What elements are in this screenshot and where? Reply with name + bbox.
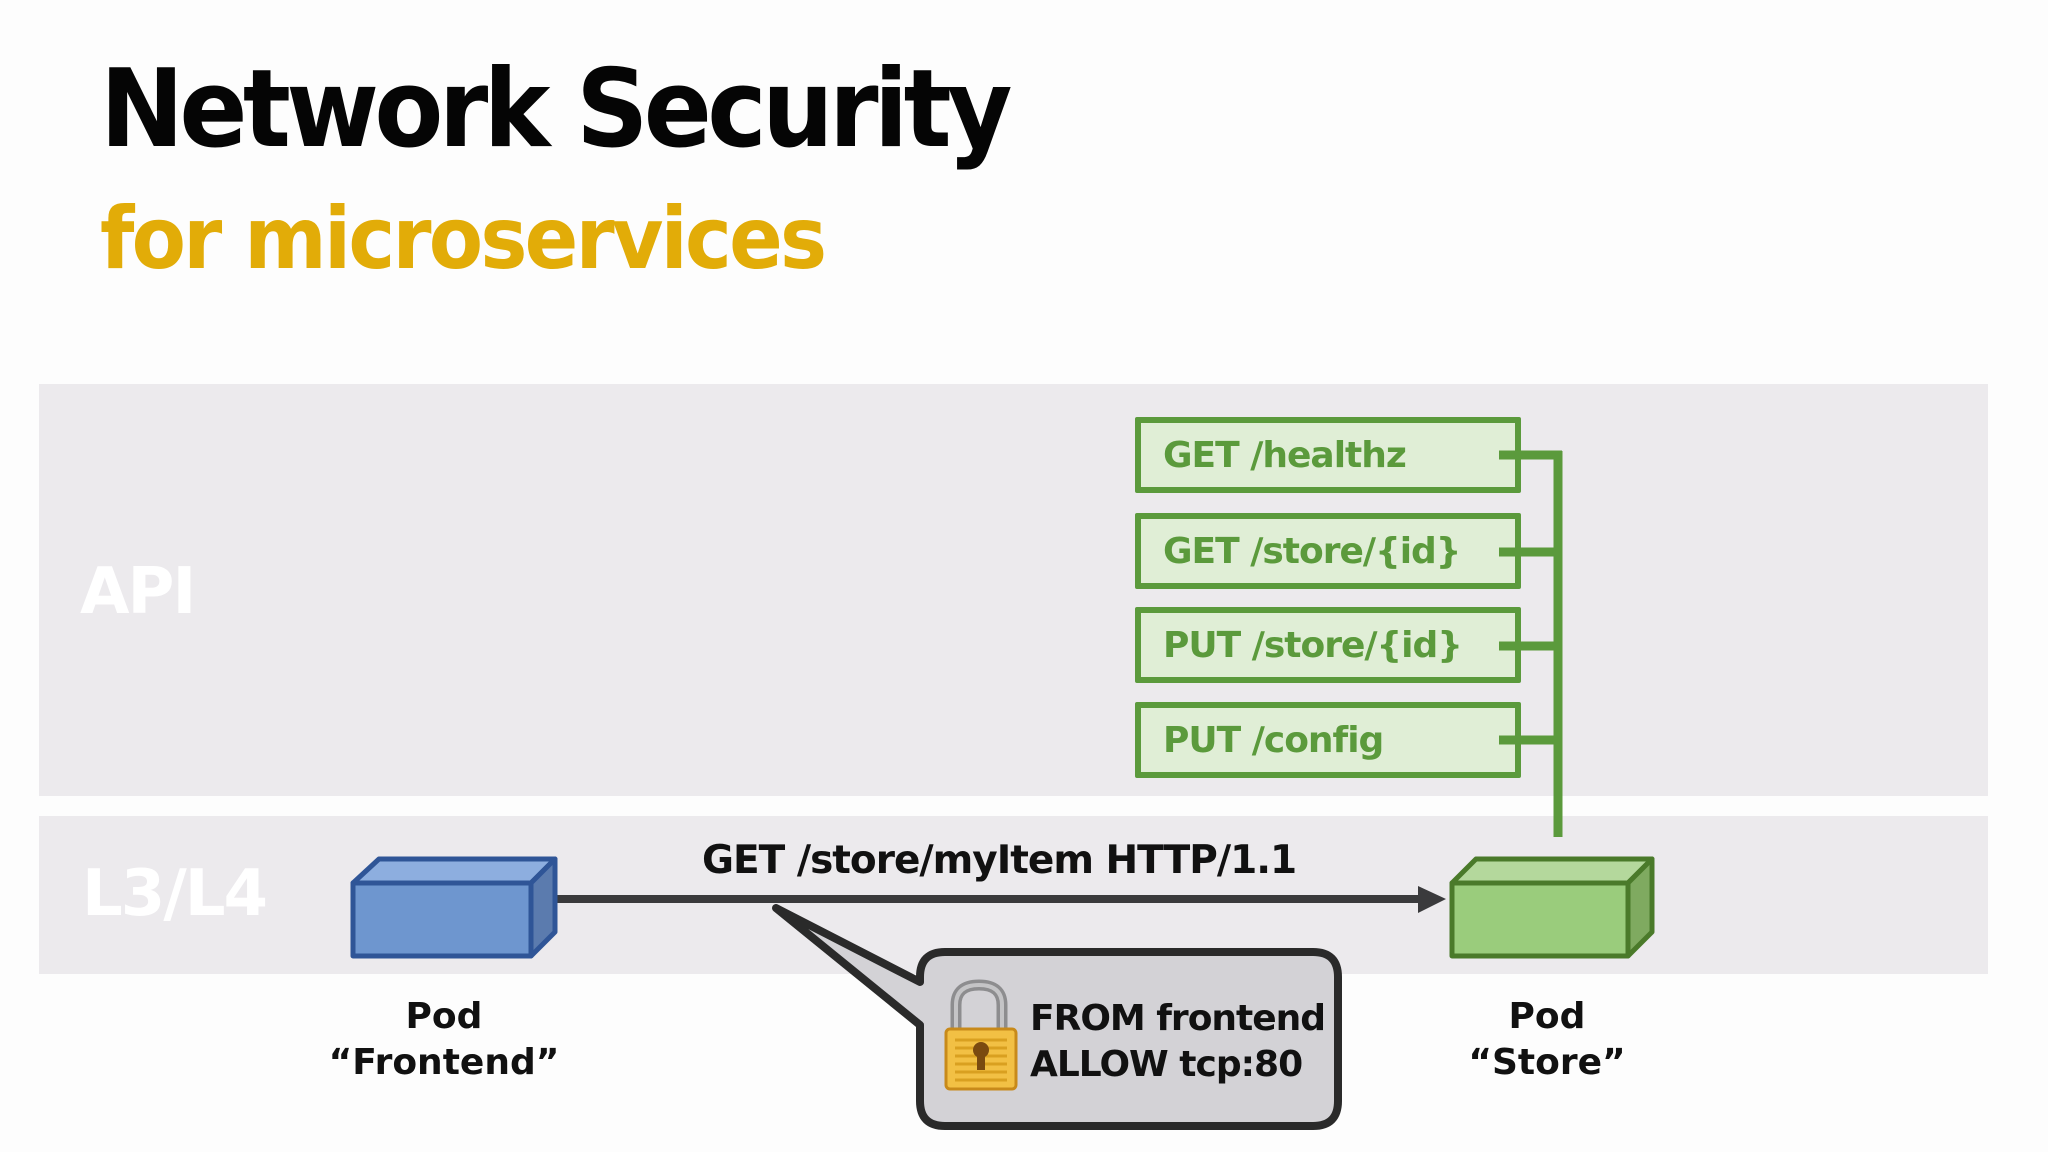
endpoint-put-config: PUT /config: [1135, 702, 1521, 778]
arrowhead-icon: [1418, 886, 1446, 913]
frontend-pod-cube[interactable]: [350, 856, 558, 959]
policy-rule-text: FROM frontend ALLOW tcp:80: [1030, 996, 1326, 1088]
store-pod-label: Pod “Store”: [1397, 994, 1697, 1086]
policy-callout: [772, 904, 1342, 1130]
policy-rule-from: FROM frontend: [1030, 998, 1326, 1039]
pod-name: “Store”: [1468, 1042, 1626, 1083]
pod-kind: Pod: [1508, 996, 1586, 1037]
endpoint-label: GET /healthz: [1163, 434, 1407, 476]
cube-front-face: [350, 880, 534, 959]
request-label: GET /store/myItem HTTP/1.1: [702, 838, 1297, 883]
pod-kind: Pod: [405, 996, 483, 1037]
endpoint-get-healthz: GET /healthz: [1135, 417, 1521, 493]
slide-title: Network Security: [100, 47, 1012, 172]
pod-name: “Frontend”: [328, 1042, 560, 1083]
store-pod-cube[interactable]: [1449, 856, 1655, 959]
api-layer-band: [39, 384, 1988, 796]
cube-top-face: [1449, 856, 1655, 886]
callout-bubble: [772, 904, 1342, 1130]
cube-front-face: [1449, 880, 1631, 959]
cube-top-face: [350, 856, 558, 886]
policy-rule-allow: ALLOW tcp:80: [1030, 1044, 1303, 1085]
frontend-pod-label: Pod “Frontend”: [294, 994, 594, 1086]
endpoint-label: PUT /store/{id}: [1163, 624, 1463, 666]
l3-l4-layer-label: L3/L4: [82, 857, 268, 931]
endpoint-put-store-id: PUT /store/{id}: [1135, 607, 1521, 683]
request-arrow: [557, 886, 1446, 913]
endpoint-label: GET /store/{id}: [1163, 530, 1461, 572]
endpoint-connector: [1499, 450, 1563, 837]
endpoint-label: PUT /config: [1163, 719, 1384, 761]
lock-icon: [944, 979, 1018, 1091]
api-layer-label: API: [80, 555, 196, 629]
slide-subtitle: for microservices: [100, 189, 827, 289]
